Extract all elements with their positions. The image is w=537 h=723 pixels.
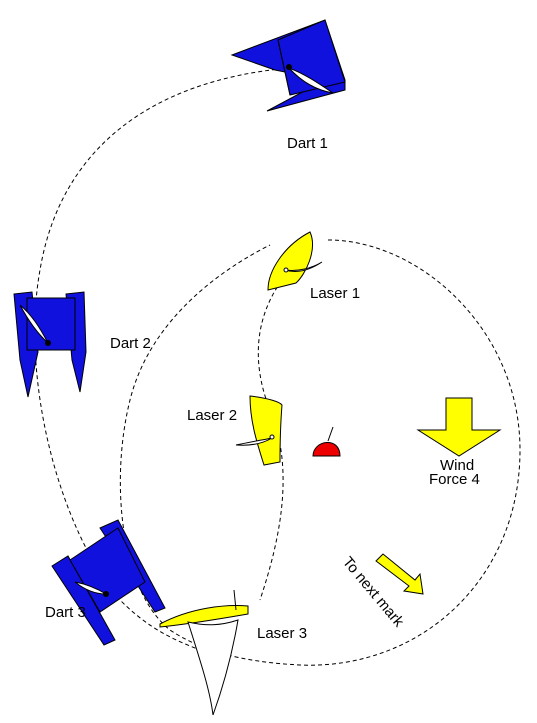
wind-force-label: Force 4 [429, 471, 480, 488]
laser-1-label: Laser 1 [310, 285, 360, 302]
wind-label: Wind [440, 457, 474, 474]
dart-1-label: Dart 1 [287, 135, 328, 152]
laser-3-label: Laser 3 [257, 625, 307, 642]
next-mark-arrow-icon [375, 553, 424, 595]
dart-1-boat [230, 19, 346, 112]
dart-2-boat [13, 291, 87, 398]
mark-buoy [312, 426, 341, 457]
wind-arrow-icon [416, 397, 502, 457]
laser-2-label: Laser 2 [187, 407, 237, 424]
laser-1-boat [267, 231, 323, 291]
dart-3-label: Dart 3 [45, 604, 86, 621]
mark-rounding-circle [119, 239, 521, 666]
laser-3-boat [159, 589, 249, 716]
laser-2-boat [235, 395, 283, 466]
dart-3-boat [51, 519, 166, 646]
dart-2-label: Dart 2 [110, 335, 151, 352]
